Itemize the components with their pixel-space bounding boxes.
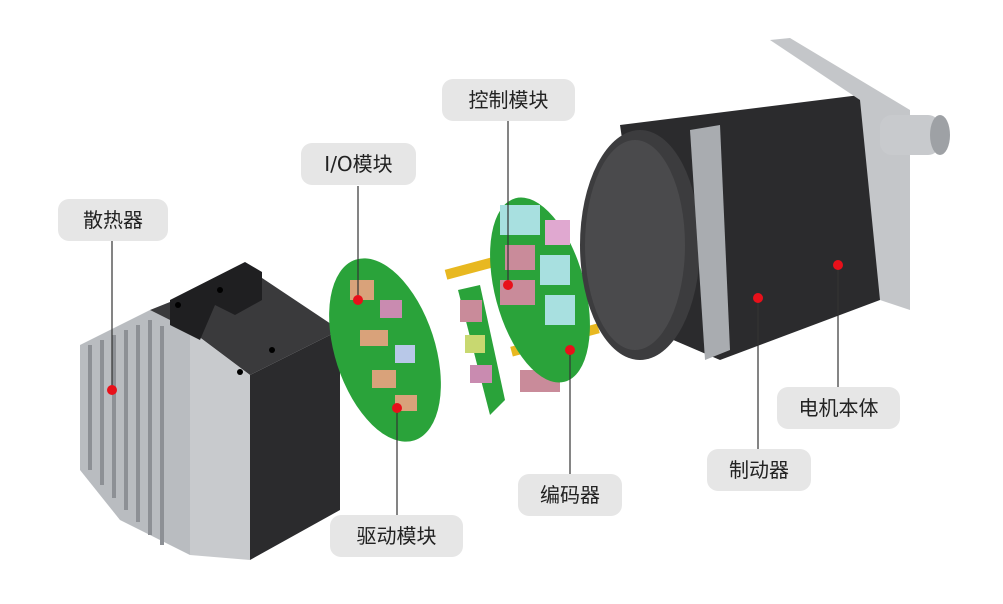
marker-dots [107, 260, 843, 413]
leader-lines [111, 121, 839, 515]
label-heatsink: 散热器 [58, 199, 168, 241]
label-io-module: I/O模块 [301, 143, 416, 185]
control-module-pcb [490, 197, 590, 383]
marker-encoder [565, 345, 575, 355]
marker-io [353, 295, 363, 305]
marker-drive [392, 403, 402, 413]
marker-control [503, 280, 513, 290]
label-control-module: 控制模块 [442, 79, 575, 121]
marker-brake [753, 293, 763, 303]
label-brake: 制动器 [707, 449, 811, 491]
heatsink-part [80, 262, 340, 560]
marker-motor [833, 260, 843, 270]
motor-body-part [580, 38, 950, 360]
label-encoder: 编码器 [518, 474, 622, 516]
label-motor-body: 电机本体 [777, 387, 900, 429]
label-drive-module: 驱动模块 [330, 515, 463, 557]
marker-heatsink [107, 385, 117, 395]
